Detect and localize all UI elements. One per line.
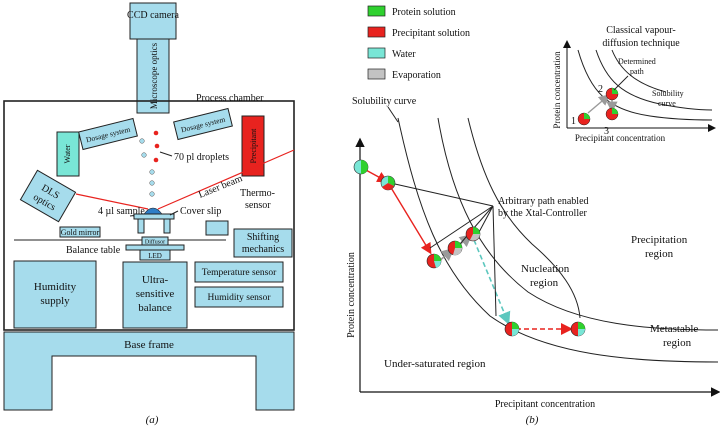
inset-solubility-curve-1: Solubility: [652, 89, 684, 98]
dosage-system-left-box: [78, 117, 138, 151]
nucleation-region-label-1: Nucleation: [521, 263, 570, 275]
legend-swatch-water: [367, 47, 386, 59]
inset-marker-2: [605, 87, 619, 101]
solubility-curve: [397, 117, 719, 363]
thermo-sensor-label-1: Thermo-: [240, 188, 275, 199]
sample-label: 4 µl sample: [98, 206, 145, 217]
precipitant-reservoir-box: [241, 115, 265, 177]
thermo-sensor-label-2: sensor: [245, 200, 271, 211]
microscope-optics-label: Microscope optics: [149, 42, 159, 109]
humidity-supply-label-1: Humidity: [34, 281, 77, 293]
droplets-label: 70 pl droplets: [174, 152, 229, 163]
balance-box: [122, 261, 188, 329]
solubility-curve-label: Solubility curve: [352, 96, 417, 107]
base-frame-label: Base frame: [124, 339, 174, 351]
cover-slip-label: Cover slip: [180, 206, 221, 217]
shifting-mechanics-label-2: mechanics: [242, 244, 284, 255]
path-teal: [473, 239, 511, 325]
dls-optics-box: [19, 169, 77, 223]
dosage-system-right-box: [173, 107, 233, 141]
legend: Protein solution Precipitant solution Wa…: [367, 5, 470, 81]
led-label: LED: [148, 252, 162, 260]
undersaturated-region-label: Under-saturated region: [384, 358, 486, 370]
panel-a-apparatus: CCD camera Microscope optics Process cha…: [3, 2, 295, 426]
inset-point-2-label: 2: [598, 84, 603, 95]
shifting-mechanics-label-1: Shifting: [247, 232, 279, 243]
gold-mirror-label: Gold mirror: [61, 228, 100, 237]
marker-6: [504, 321, 520, 337]
water-reservoir-box: [56, 131, 80, 177]
inset-point-3-label: 3: [604, 126, 609, 137]
precipitation-region-label-1: Precipitation: [631, 234, 688, 246]
marker-3: [426, 253, 442, 269]
water-reservoir-label: Water: [63, 144, 72, 163]
legend-label-water: Water: [392, 49, 416, 60]
inset-marker-3: [605, 107, 619, 121]
marker-5: [465, 226, 481, 242]
ccd-camera-label: CCD camera: [127, 10, 179, 21]
marker-7: [570, 321, 586, 337]
legend-swatch-precipitant: [367, 26, 386, 38]
gold-mirror-box: [59, 226, 101, 238]
main-y-axis-label: Protein concentration: [346, 252, 357, 338]
legend-swatch-evaporation: [367, 68, 386, 80]
diffusor-label: Diffusor: [145, 239, 165, 246]
main-x-axis-label: Precipitant concentration: [495, 399, 595, 410]
humidity-supply-box: [13, 260, 97, 329]
inset-determined-path-2: path: [630, 67, 644, 76]
legend-label-precipitant: Precipitant solution: [392, 28, 470, 39]
metastable-region-label-2: region: [663, 337, 692, 349]
legend-swatch-protein: [367, 5, 386, 17]
arbitrary-path-pointers: [385, 181, 497, 317]
arbitrary-path-label-2: by the Xtal-Controller: [498, 208, 588, 219]
balance-table-label: Balance table: [66, 245, 121, 256]
nucleation-boundary-inner: [437, 117, 719, 331]
balance-label-2: sensitive: [136, 288, 175, 300]
balance-label-1: Ultra-: [142, 274, 169, 286]
arbitrary-path-label-1: Arbitrary path enabled: [498, 196, 589, 207]
inset-title-2: diffusion technique: [602, 38, 680, 49]
inset-x-axis-label: Precipitant concentration: [575, 133, 666, 143]
nucleation-region-label-2: region: [530, 277, 559, 289]
legend-label-protein: Protein solution: [392, 7, 456, 18]
marker-4: [447, 240, 463, 256]
temperature-sensor-box: [194, 261, 284, 283]
inset-solubility-curve-2: curve: [658, 99, 676, 108]
base-frame: [3, 331, 295, 411]
precipitation-region-label-2: region: [645, 248, 674, 260]
path-red-2: [389, 185, 432, 255]
nucleation-boundary-outer: [467, 117, 581, 319]
laser-beam-label: Laser beam: [197, 173, 244, 201]
thermo-sensor-box: [205, 220, 229, 236]
temperature-sensor-label: Temperature sensor: [202, 268, 277, 278]
balance-label-3: balance: [138, 302, 172, 314]
process-chamber-frame: [3, 100, 295, 331]
process-chamber-label: Process chamber: [196, 93, 264, 104]
inset-y-axis-label: Protein concentration: [552, 51, 562, 129]
humidity-sensor-box: [194, 286, 284, 308]
humidity-supply-label-2: supply: [40, 295, 70, 307]
legend-label-evaporation: Evaporation: [392, 70, 441, 81]
laser-beam: [75, 193, 149, 210]
inset-determined-path-1: Determined: [618, 57, 656, 66]
inset-point-1-label: 1: [571, 116, 576, 127]
panel-b-caption: (b): [526, 414, 539, 426]
inset-title-1: Classical vapour-: [606, 25, 676, 36]
marker-start: [353, 159, 369, 175]
panel-a-caption: (a): [146, 414, 159, 426]
led-box: [139, 249, 171, 261]
metastable-region-label-1: Metastable: [650, 323, 698, 335]
ccd-camera-box: [129, 2, 177, 40]
shifting-mechanics-box: [233, 228, 293, 258]
precipitant-reservoir-label: Precipitant: [249, 128, 258, 163]
marker-2: [380, 175, 396, 191]
inset-vapour-diffusion: Classical vapour- diffusion technique Pr…: [552, 25, 716, 143]
droplet-stream: [139, 130, 160, 197]
panel-b-phase-diagram: Protein solution Precipitant solution Wa…: [346, 5, 720, 426]
inset-marker-1: [577, 112, 591, 126]
humidity-sensor-label: Humidity sensor: [207, 293, 271, 303]
